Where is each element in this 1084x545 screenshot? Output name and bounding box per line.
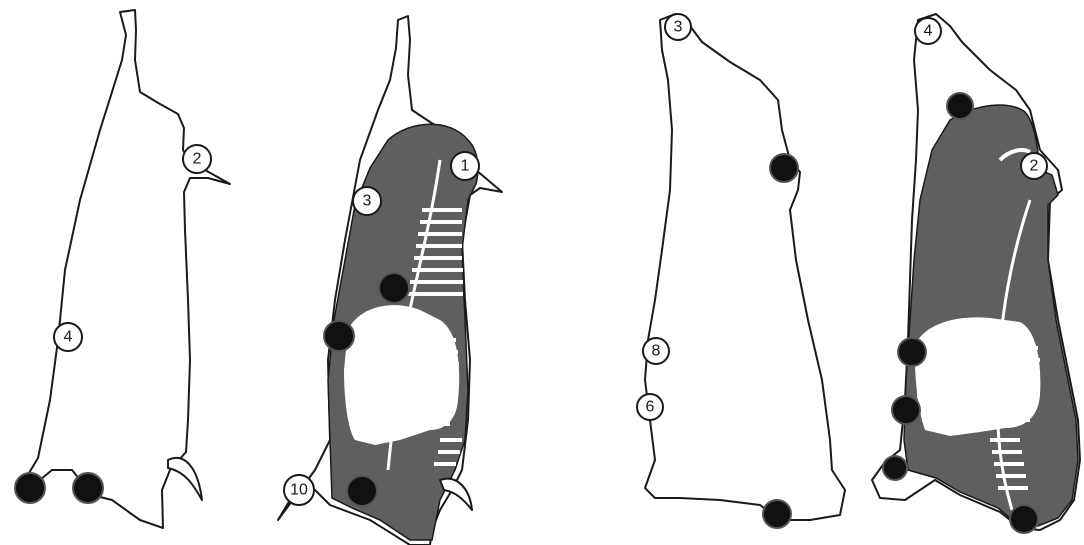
label-badge: 6 [637,394,663,420]
label-badge: 1 [451,152,479,180]
marker-dot [1010,505,1038,533]
label-number: 4 [64,329,73,346]
marker-dot [883,456,907,480]
label-badge: 2 [1021,153,1047,179]
label-number: 4 [924,23,933,40]
marker-dot [347,476,377,506]
marker-dot [763,500,791,528]
label-number: 2 [1030,158,1039,175]
marker-dot [324,321,354,351]
marker-dot [379,273,409,303]
marker-dot [73,473,103,503]
panel-3-outline [645,14,845,520]
label-number: 2 [193,151,202,168]
label-number: 3 [363,193,372,210]
label-number: 10 [290,482,308,499]
marker-dot [898,338,926,366]
panel-3: 3 8 6 [637,14,845,528]
label-badge: 3 [665,14,691,40]
label-number: 3 [674,19,683,36]
label-badge: 10 [284,475,314,505]
label-number: 1 [461,158,470,175]
label-badge: 3 [353,187,381,215]
marker-dot [770,154,798,182]
label-badge: 4 [54,323,82,351]
panel-1-hook [168,458,202,500]
marker-dot [15,473,45,503]
panel-2: 1 3 10 [278,16,502,545]
panel-4: 4 2 [872,14,1080,533]
label-badge: 2 [183,145,211,173]
label-badge: 8 [643,338,669,364]
marker-dot [892,396,920,424]
marker-dot [947,93,973,119]
panel-1-outline [20,10,230,528]
label-number: 6 [646,399,655,416]
label-number: 8 [652,343,661,360]
panel-1: 2 4 [15,10,230,528]
label-badge: 4 [915,18,941,44]
